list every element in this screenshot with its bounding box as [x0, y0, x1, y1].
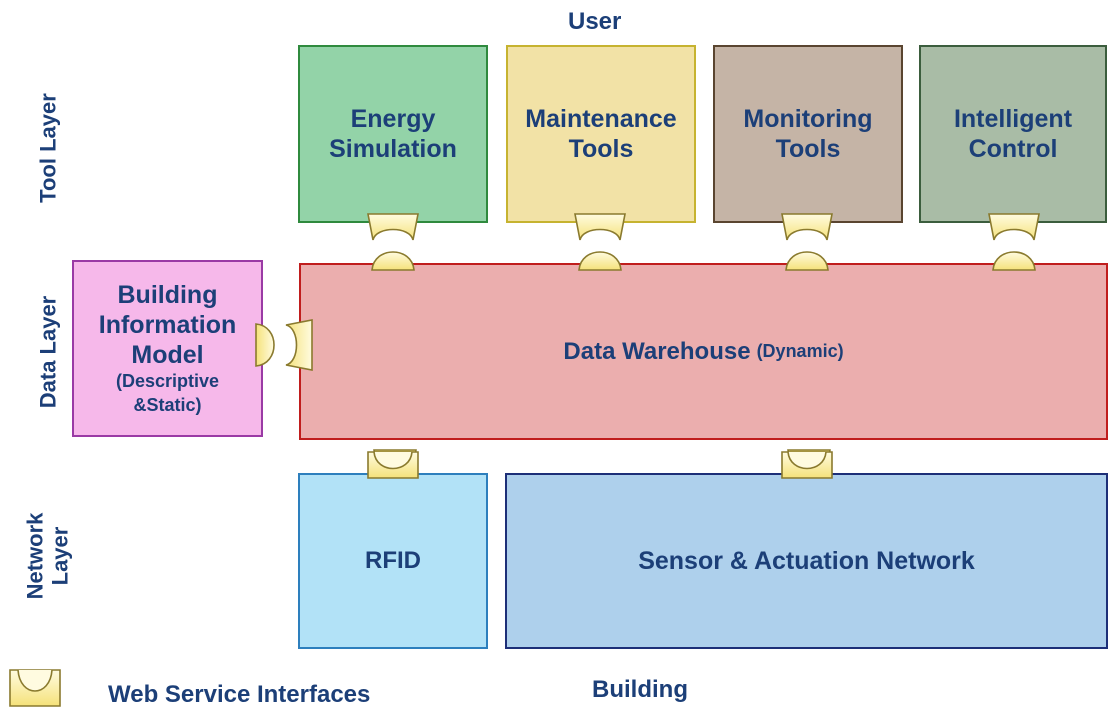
web-service-interface-icon	[367, 449, 419, 479]
intelligent-control-box: Intelligent Control	[919, 45, 1107, 223]
maintenance-tools-box: Maintenance Tools	[506, 45, 696, 223]
maintenance-tools-line1: Maintenance	[525, 104, 677, 133]
data-warehouse-box: Data Warehouse (Dynamic)	[299, 263, 1108, 440]
bim-line3: Model	[131, 341, 204, 370]
data-warehouse-qualifier: (Dynamic)	[756, 340, 844, 361]
bim-line1: Building	[117, 281, 218, 310]
intelligent-control-line2: Control	[968, 135, 1058, 163]
network-layer-label-line1: Network	[22, 512, 48, 600]
web-service-interface-icon	[988, 213, 1040, 271]
web-service-interface-icon	[781, 449, 833, 479]
monitoring-tools-box: Monitoring Tools	[713, 45, 903, 223]
monitoring-tools-line1: Monitoring	[743, 104, 873, 133]
network-layer-label-line2: Layer	[48, 526, 73, 586]
web-service-interface-icon	[781, 213, 833, 271]
building-information-model-box: Building Information Model (Descriptive …	[72, 260, 263, 437]
bim-line5: &Static)	[133, 394, 202, 415]
rfid-box: RFID	[298, 473, 488, 649]
tool-layer-label: Tool Layer	[35, 93, 61, 203]
sensor-actuation-network-box: Sensor & Actuation Network	[505, 473, 1108, 649]
legend-web-service-interface-icon	[9, 669, 61, 707]
data-layer-label: Data Layer	[35, 295, 61, 409]
data-warehouse-label: Data Warehouse	[563, 337, 751, 365]
network-layer-label: Network Layer	[23, 513, 74, 600]
web-service-interface-icon	[574, 213, 626, 271]
bim-line2: Information	[98, 311, 237, 340]
energy-simulation-line1: Energy	[350, 104, 436, 133]
web-service-interface-icon	[367, 213, 419, 271]
energy-simulation-line2: Simulation	[329, 135, 457, 163]
bim-line4: (Descriptive	[115, 371, 220, 392]
energy-simulation-box: Energy Simulation	[298, 45, 488, 223]
intelligent-control-line1: Intelligent	[953, 104, 1073, 133]
user-label: User	[568, 8, 622, 35]
legend-label: Web Service Interfaces	[108, 681, 371, 708]
sensor-actuation-network-label: Sensor & Actuation Network	[638, 546, 975, 575]
maintenance-tools-line2: Tools	[568, 135, 634, 163]
building-label: Building	[592, 676, 688, 703]
monitoring-tools-line2: Tools	[775, 135, 841, 163]
web-service-interface-icon	[255, 319, 313, 371]
rfid-label: RFID	[365, 547, 421, 575]
